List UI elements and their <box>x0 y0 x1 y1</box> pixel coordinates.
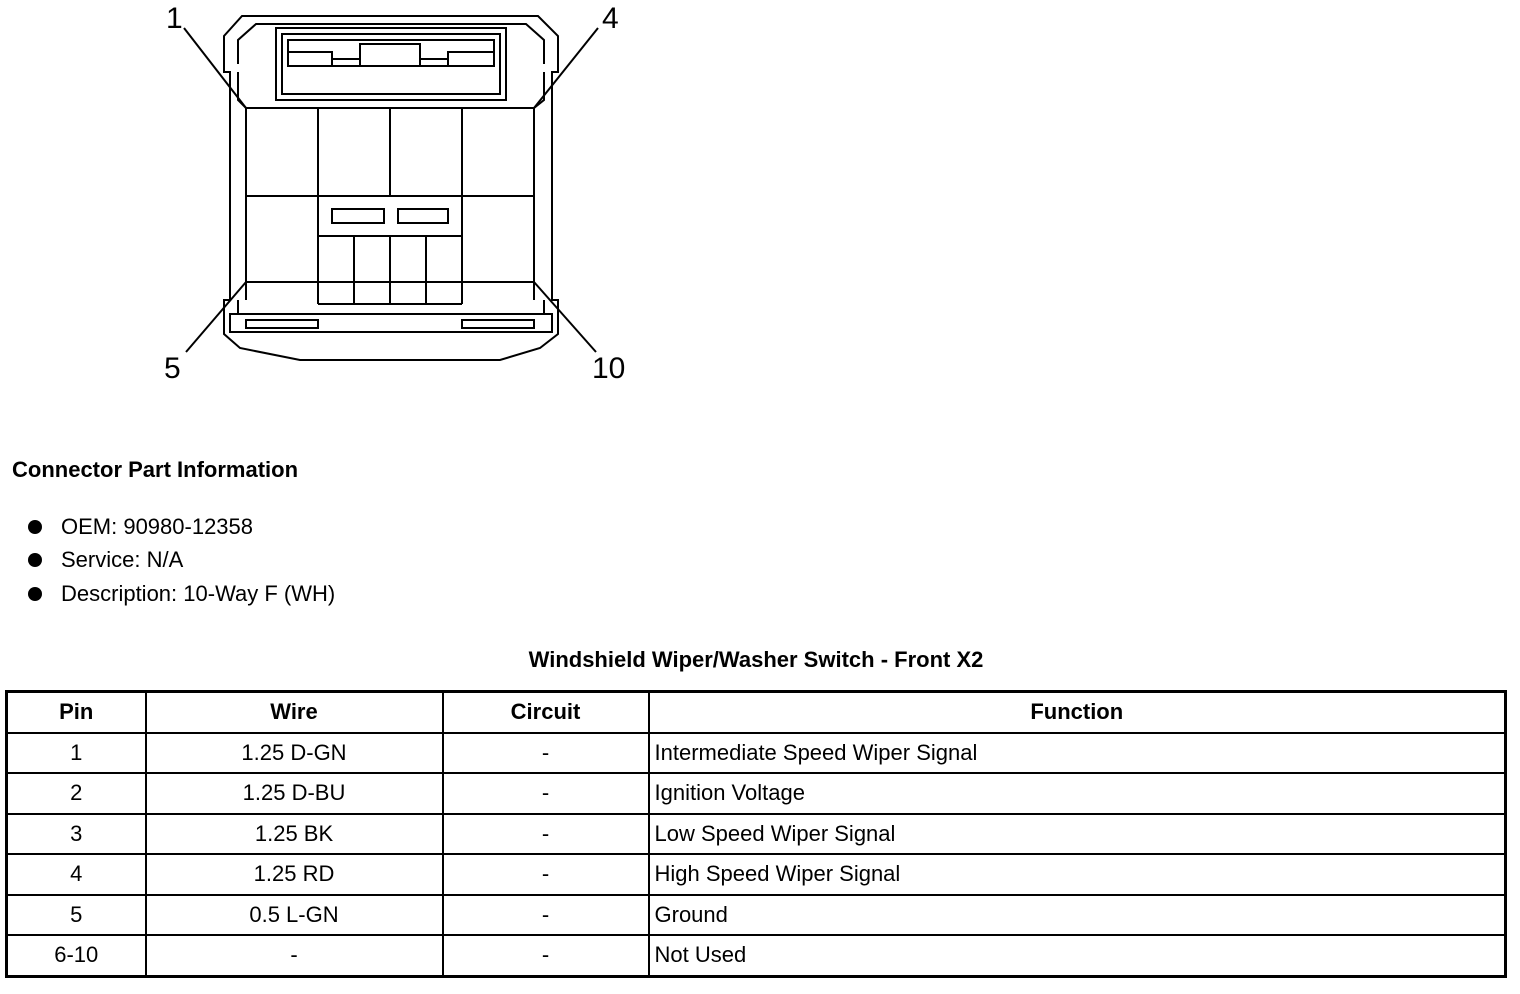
pin-label-10: 10 <box>592 352 625 385</box>
connector-bottom-rail <box>229 313 553 333</box>
connector-latch-frame-inner <box>281 33 501 95</box>
connector-key-slot-right <box>397 208 449 224</box>
connector-info-list: OEM: 90980-12358 Service: N/A Descriptio… <box>28 510 335 611</box>
bullet-icon <box>28 519 42 534</box>
cell-wire: 1.25 D-GN <box>144 731 444 774</box>
connector-info-description: Description: 10-Way F (WH) <box>28 577 335 611</box>
cell-function: Low Speed Wiper Signal <box>647 812 1507 855</box>
pin-5-leader <box>185 281 247 353</box>
cell-function: Ignition Voltage <box>647 772 1507 815</box>
header-circuit: Circuit <box>441 690 650 734</box>
table-row: 4 1.25 RD - High Speed Wiper Signal <box>5 853 1507 896</box>
pin-label-1: 1 <box>166 2 183 35</box>
header-pin: Pin <box>5 690 147 734</box>
connector-face-diagram: 1 4 5 10 <box>164 2 625 385</box>
cell-circuit: - <box>441 934 650 977</box>
cell-circuit: - <box>441 772 650 815</box>
connector-info-oem: OEM: 90980-12358 <box>28 510 335 544</box>
connector-latch-frame <box>275 27 507 101</box>
table-row: 1 1.25 D-GN - Intermediate Speed Wiper S… <box>5 731 1507 774</box>
bullet-icon <box>28 586 42 601</box>
cell-wire: 1.25 BK <box>144 812 444 855</box>
cell-pin: 6-10 <box>5 934 147 977</box>
cell-function: High Speed Wiper Signal <box>647 853 1507 896</box>
connector-info-service: Service: N/A <box>28 544 335 578</box>
pin-label-4: 4 <box>602 2 619 35</box>
pin-4-leader <box>533 27 599 109</box>
table-row: 2 1.25 D-BU - Ignition Voltage <box>5 772 1507 815</box>
table-row: 6-10 - - Not Used <box>5 934 1507 977</box>
cell-pin: 2 <box>5 772 147 815</box>
cell-pin: 3 <box>5 812 147 855</box>
cell-pin: 4 <box>5 853 147 896</box>
connector-upper-shoulder <box>237 72 545 109</box>
connector-key-slot-left <box>331 208 385 224</box>
cell-wire: 1.25 RD <box>144 853 444 896</box>
table-row: 3 1.25 BK - Low Speed Wiper Signal <box>5 812 1507 855</box>
connector-housing-outline <box>223 15 559 361</box>
header-wire: Wire <box>144 690 444 734</box>
cell-wire: 0.5 L-GN <box>144 893 444 936</box>
cell-function: Intermediate Speed Wiper Signal <box>647 731 1507 774</box>
pinout-table-title: Windshield Wiper/Washer Switch - Front X… <box>528 647 984 672</box>
connector-latch-outer <box>237 23 545 64</box>
cell-function: Not Used <box>647 934 1507 977</box>
connector-latch-tab-right <box>447 51 495 67</box>
bullet-icon <box>28 553 42 568</box>
connector-latch-tab-center <box>359 43 421 67</box>
cell-circuit: - <box>441 853 650 896</box>
cell-circuit: - <box>441 731 650 774</box>
cell-circuit: - <box>441 893 650 936</box>
cell-pin: 5 <box>5 893 147 936</box>
cell-function: Ground <box>647 893 1507 936</box>
table-row: 5 0.5 L-GN - Ground <box>5 893 1507 936</box>
cell-wire: 1.25 D-BU <box>144 772 444 815</box>
cell-pin: 1 <box>5 731 147 774</box>
header-function: Function <box>647 690 1507 734</box>
table-header-row: Pin Wire Circuit Function <box>5 690 1507 734</box>
connector-info-heading: Connector Part Information <box>12 457 299 482</box>
pin-1-leader <box>183 27 247 109</box>
pin-10-leader <box>533 281 597 353</box>
cell-circuit: - <box>441 812 650 855</box>
pinout-table: Pin Wire Circuit Function 1 1.25 D-GN - … <box>5 690 1507 978</box>
pin-label-5: 5 <box>164 352 181 385</box>
cell-wire: - <box>144 934 444 977</box>
connector-latch-tab-left <box>287 51 333 67</box>
